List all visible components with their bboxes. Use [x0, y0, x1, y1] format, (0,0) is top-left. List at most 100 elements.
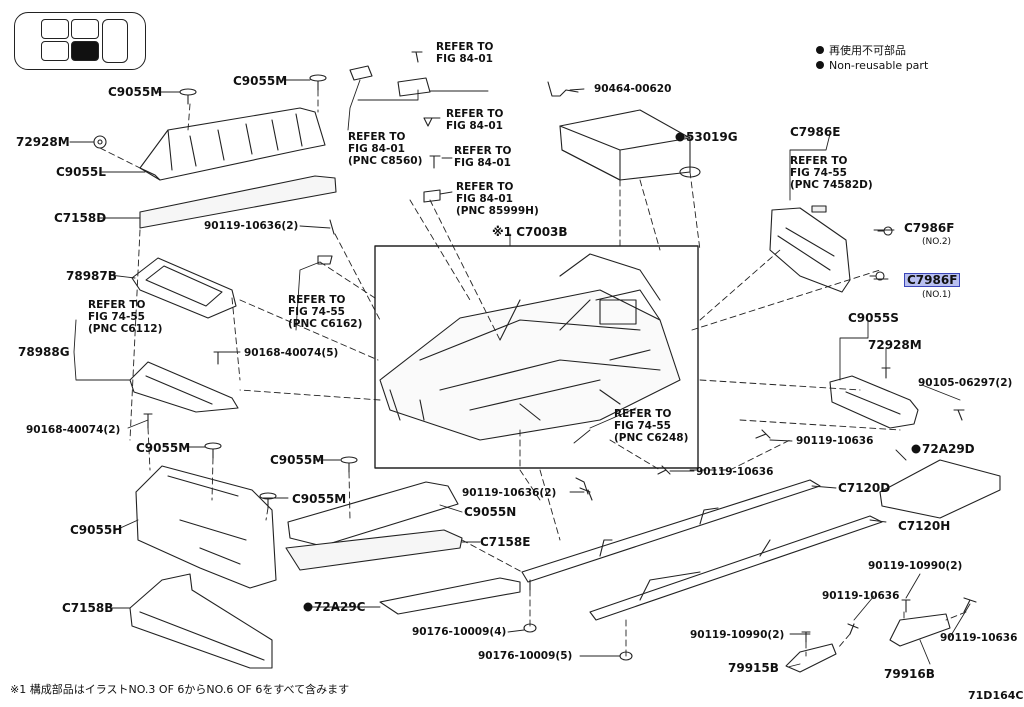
part-label-c7986e[interactable]: C7986E [790, 125, 841, 139]
legend-jp: 再使用不可部品 [816, 42, 906, 58]
diagram-code: 71D164C [968, 689, 1024, 702]
part-72a29c-shape [379, 577, 521, 615]
part-90464-00620-shape [547, 81, 579, 97]
refer-line: FIG 74-55 [288, 306, 345, 318]
vehicle-location-thumbnail [14, 12, 146, 70]
c7003b-assembly-frame [374, 245, 699, 469]
part-c7158b-shape [129, 573, 273, 669]
part-label-72928m[interactable]: 72928M [868, 338, 922, 352]
part-label-c7158d[interactable]: C7158D [54, 211, 107, 225]
refer-line: (PNC C6162) [288, 318, 363, 330]
part-label-72a29d[interactable]: 72A29D [910, 443, 975, 455]
part-label-c7003b[interactable]: ※1 C7003B [492, 225, 568, 239]
non-reusable-dot-icon [816, 61, 824, 69]
part-53019g-shape [559, 109, 691, 181]
part-label-90168-40074-5[interactable]: 90168-40074(5) [244, 347, 339, 359]
part-label-90176-10009-4[interactable]: 90176-10009(4) [412, 626, 507, 638]
refer-line: REFER TO [446, 108, 504, 120]
part-qualifier-no2: (NO.2) [922, 237, 952, 247]
thumb-seat-cell-highlighted [71, 41, 99, 61]
part-c7120d-rail-shape [521, 479, 821, 591]
part-c7003b-seat-frame-shape [379, 253, 681, 441]
non-reusable-markers [303, 132, 921, 612]
part-label-90105-06297-2[interactable]: 90105-06297(2) [918, 377, 1013, 389]
refer-line: FIG 84-01 [446, 120, 503, 132]
part-label-c9055m[interactable]: C9055M [292, 492, 347, 506]
refer-line: FIG 84-01 [456, 193, 513, 205]
thumb-seat-cell [71, 19, 99, 39]
legend-en-text: Non-reusable part [829, 59, 929, 72]
refer-line: REFER TO [456, 181, 514, 193]
part-c7158e-shape [285, 529, 463, 571]
part-label-c7986f-no1-highlighted[interactable]: C7986F [904, 273, 961, 287]
part-label-c9055m[interactable]: C9055M [233, 74, 288, 88]
thumb-seat-cell [41, 41, 69, 61]
refer-line: REFER TO [288, 294, 346, 306]
part-label-78988g[interactable]: 78988G [18, 345, 70, 359]
part-label-c9055m[interactable]: C9055M [108, 85, 163, 99]
part-label-c7120d[interactable]: C7120D [838, 481, 891, 495]
thumb-seat-cell [41, 19, 69, 39]
non-reusable-dot-icon [816, 46, 824, 54]
leader-lines [69, 79, 971, 668]
part-label-79915b[interactable]: 79915B [728, 661, 779, 675]
refer-line: REFER TO [436, 41, 494, 53]
part-72928m-grommet-shape [93, 135, 107, 149]
refer-line: (PNC 85999H) [456, 205, 539, 217]
part-c9055h-shape [135, 465, 277, 589]
refer-line: REFER TO [614, 408, 672, 420]
refer-line: REFER TO [790, 155, 848, 167]
part-label-90464-00620[interactable]: 90464-00620 [594, 83, 672, 95]
refer-line: FIG 84-01 [348, 143, 405, 155]
refer-line: (PNC C6248) [614, 432, 689, 444]
part-label-53019g[interactable]: 53019G [686, 130, 738, 144]
part-label-90119-10636[interactable]: 90119-10636 [940, 632, 1018, 644]
part-label-90176-10009-5[interactable]: 90176-10009(5) [478, 650, 573, 662]
part-label-c9055s[interactable]: C9055S [848, 311, 899, 325]
legend-en: Non-reusable part [816, 59, 928, 72]
refer-line: (PNC C6112) [88, 323, 163, 335]
part-label-c9055l[interactable]: C9055L [56, 165, 106, 179]
part-label-c9055m[interactable]: C9055M [136, 441, 191, 455]
refer-line: REFER TO [454, 145, 512, 157]
dashed-lines [99, 89, 967, 657]
thumb-seat-cell [102, 19, 128, 63]
part-label-90119-10636-2[interactable]: 90119-10636(2) [462, 487, 557, 499]
part-c9055s-shape [829, 375, 919, 429]
part-label-90119-10636[interactable]: 90119-10636 [796, 435, 874, 447]
part-72a29d-shape [879, 459, 1001, 519]
part-label-79916b[interactable]: 79916B [884, 667, 935, 681]
part-label-c9055h[interactable]: C9055H [70, 523, 123, 537]
part-label-c7120h[interactable]: C7120H [898, 519, 951, 533]
part-label-c7986f-no2[interactable]: C7986F [904, 221, 955, 235]
part-label-90119-10636[interactable]: 90119-10636 [696, 466, 774, 478]
part-label-78987b[interactable]: 78987B [66, 269, 117, 283]
part-label-72928m[interactable]: 72928M [16, 135, 70, 149]
part-label-90119-10636-2[interactable]: 90119-10636(2) [204, 220, 299, 232]
part-c7158d-shape [139, 175, 337, 229]
part-label-72a29c[interactable]: 72A29C [314, 600, 366, 614]
refer-line: FIG 74-55 [790, 167, 847, 179]
part-label-c7158b[interactable]: C7158B [62, 601, 114, 615]
part-label-c9055m[interactable]: C9055M [270, 453, 325, 467]
part-label-c9055n[interactable]: C9055N [464, 505, 517, 519]
refer-line: (PNC C8560) [348, 155, 423, 167]
part-label-c7158e[interactable]: C7158E [480, 535, 531, 549]
part-label-90119-10990-2[interactable]: 90119-10990(2) [690, 629, 785, 641]
part-label-90119-10990-2[interactable]: 90119-10990(2) [868, 560, 963, 572]
refer-line: FIG 84-01 [454, 157, 511, 169]
refer-line: REFER TO [348, 131, 406, 143]
part-label-90119-10636[interactable]: 90119-10636 [822, 590, 900, 602]
part-label-90168-40074-2[interactable]: 90168-40074(2) [26, 424, 121, 436]
